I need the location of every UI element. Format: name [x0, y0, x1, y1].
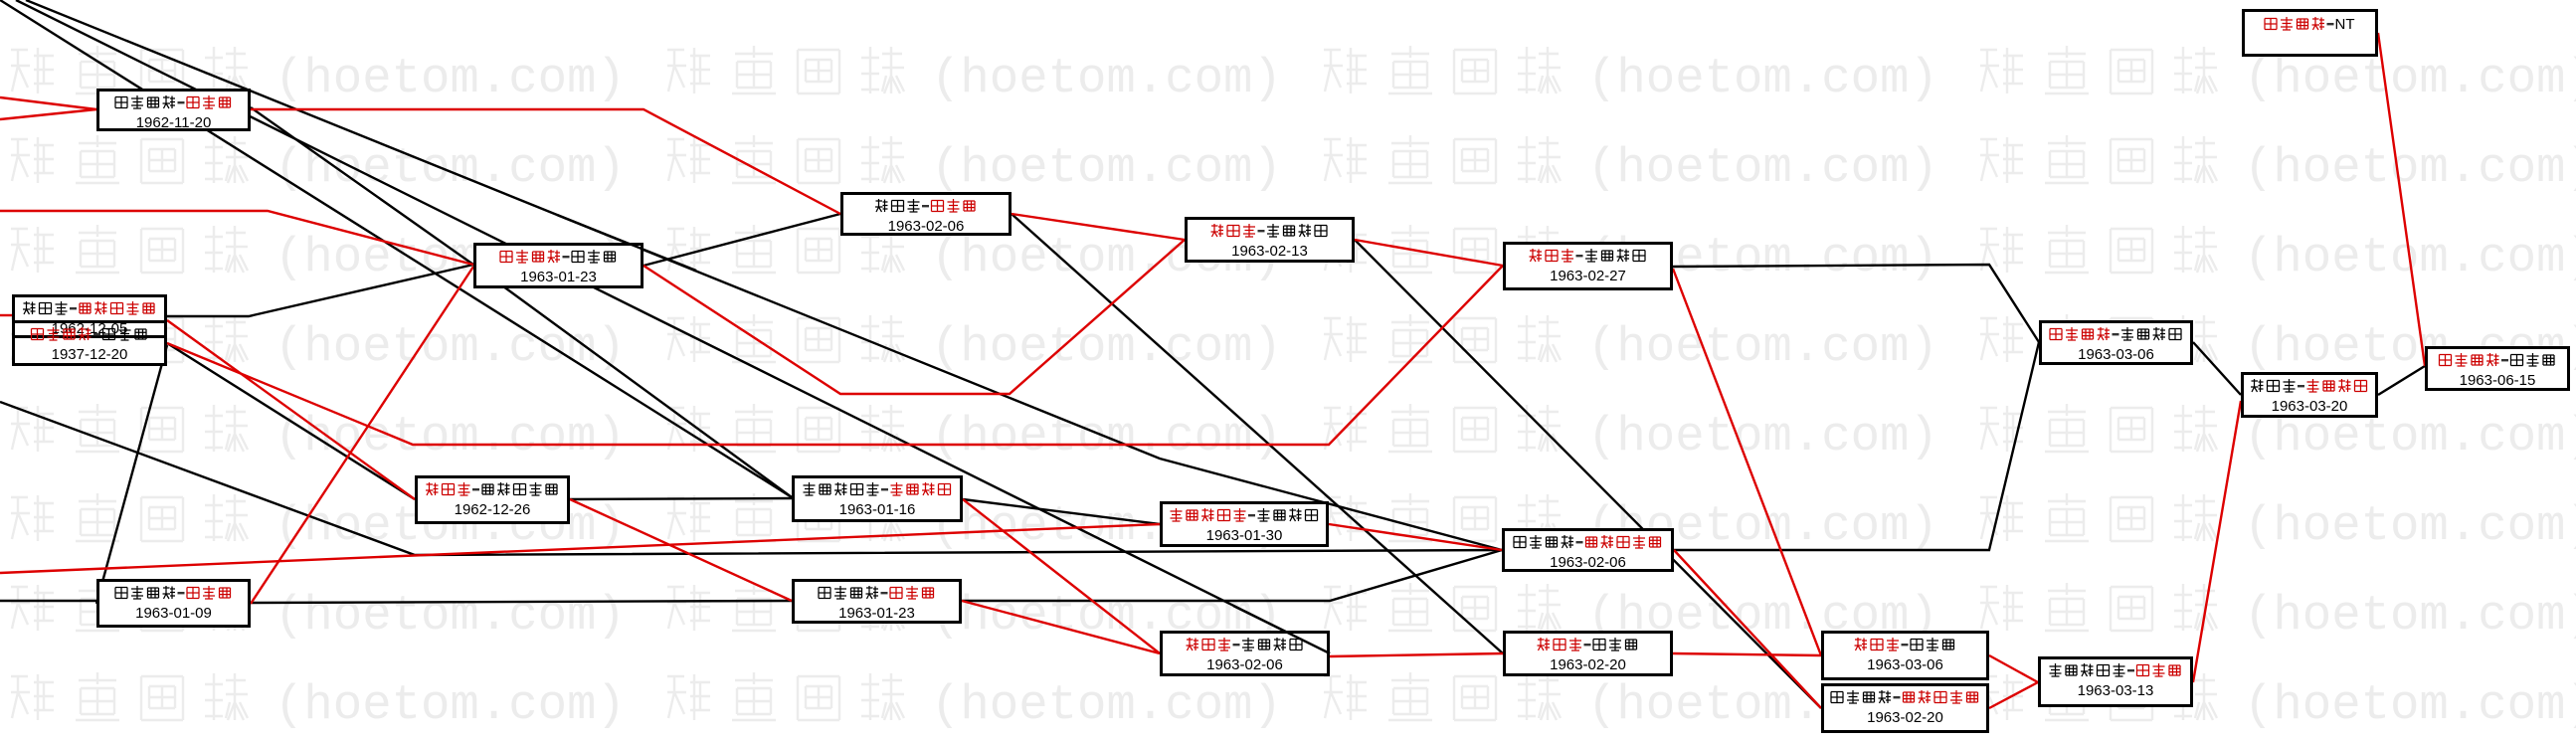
svg-text:1963-01-30: 1963-01-30 — [1206, 527, 1283, 544]
svg-text:1963-02-27: 1963-02-27 — [1550, 268, 1626, 284]
svg-text:(hoetom.com): (hoetom.com) — [275, 319, 626, 375]
svg-text:1962-12-26: 1962-12-26 — [455, 501, 531, 518]
svg-text:1963-01-23: 1963-01-23 — [838, 605, 915, 622]
svg-text:1963-01-23: 1963-01-23 — [520, 269, 597, 285]
svg-text:(hoetom.com): (hoetom.com) — [275, 409, 626, 464]
svg-text:(hoetom.com): (hoetom.com) — [1587, 51, 1938, 106]
svg-text:(hoetom.com): (hoetom.com) — [931, 140, 1282, 196]
svg-text:(hoetom.com): (hoetom.com) — [1587, 409, 1938, 464]
svg-text:(hoetom.com): (hoetom.com) — [275, 51, 626, 106]
svg-text:(hoetom.com): (hoetom.com) — [1587, 319, 1938, 375]
svg-text:1963-02-06: 1963-02-06 — [1550, 554, 1626, 571]
svg-text:(hoetom.com): (hoetom.com) — [931, 51, 1282, 106]
svg-text:(hoetom.com): (hoetom.com) — [2244, 140, 2576, 196]
svg-text:1963-02-06: 1963-02-06 — [1206, 656, 1283, 673]
svg-text:1963-03-13: 1963-03-13 — [2078, 682, 2154, 699]
svg-text:(hoetom.com): (hoetom.com) — [275, 588, 626, 644]
svg-text:1963-02-13: 1963-02-13 — [1231, 243, 1308, 260]
svg-text:NT: NT — [2335, 16, 2355, 33]
svg-text:1962-12-05: 1962-12-05 — [52, 320, 128, 337]
svg-text:1963-01-09: 1963-01-09 — [135, 605, 212, 622]
svg-text:(hoetom.com): (hoetom.com) — [275, 677, 626, 733]
svg-text:1962-11-20: 1962-11-20 — [136, 114, 212, 131]
svg-text:(hoetom.com): (hoetom.com) — [2244, 588, 2576, 644]
svg-text:(hoetom.com): (hoetom.com) — [2244, 498, 2576, 554]
svg-text:(hoetom.com): (hoetom.com) — [1587, 140, 1938, 196]
svg-text:1963-02-06: 1963-02-06 — [888, 218, 965, 235]
svg-text:1963-03-06: 1963-03-06 — [1867, 656, 1943, 673]
svg-text:(hoetom.com): (hoetom.com) — [275, 140, 626, 196]
svg-text:1937-12-20: 1937-12-20 — [52, 346, 128, 363]
svg-text:(hoetom.com): (hoetom.com) — [2244, 51, 2576, 106]
svg-text:1963-01-16: 1963-01-16 — [839, 501, 916, 518]
svg-text:(hoetom.com): (hoetom.com) — [931, 319, 1282, 375]
svg-text:1963-03-06: 1963-03-06 — [2078, 346, 2154, 363]
svg-text:(hoetom.com): (hoetom.com) — [2244, 677, 2576, 733]
svg-text:1963-02-20: 1963-02-20 — [1867, 709, 1943, 726]
svg-text:(hoetom.com): (hoetom.com) — [931, 677, 1282, 733]
svg-text:1963-02-20: 1963-02-20 — [1550, 656, 1626, 673]
svg-text:1963-06-15: 1963-06-15 — [2460, 372, 2536, 389]
svg-text:1963-03-20: 1963-03-20 — [2272, 398, 2348, 415]
svg-text:(hoetom.com): (hoetom.com) — [2244, 409, 2576, 464]
